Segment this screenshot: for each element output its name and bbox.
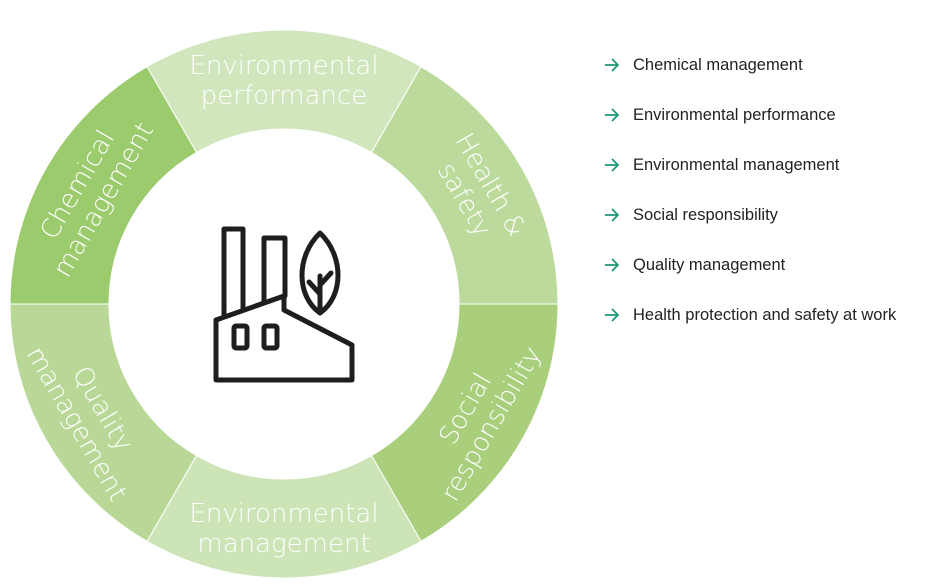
legend-item: Quality management (604, 254, 896, 304)
legend-item-label: Chemical management (633, 56, 803, 74)
arrow-right-icon (604, 208, 619, 222)
segment-label-line: performance (201, 81, 368, 111)
arrow-right-icon (604, 308, 619, 322)
wheel-segments (9, 29, 559, 579)
legend-item: Environmental performance (604, 104, 896, 154)
segment-label-line: Environmental (189, 51, 378, 81)
legend-item-label: Health protection and safety at work (633, 306, 897, 324)
arrow-right-icon (604, 58, 619, 72)
legend-item: Environmental management (604, 154, 896, 204)
factory-leaf-icon (213, 226, 355, 383)
segment-label-line: Environmental (189, 499, 378, 529)
legend-item: Health protection and safety at work (604, 304, 896, 354)
segment-label-line: management (197, 529, 370, 559)
legend-item-label: Quality management (633, 256, 786, 274)
arrow-right-icon (604, 108, 619, 122)
legend-item-label: Environmental performance (633, 106, 836, 124)
legend-item: Social responsibility (604, 204, 896, 254)
legend-item-label: Social responsibility (633, 206, 778, 224)
arrow-right-icon (604, 258, 619, 272)
legend-item: Chemical management (604, 54, 896, 104)
arrow-right-icon (604, 158, 619, 172)
legend-item-label: Environmental management (633, 156, 840, 174)
